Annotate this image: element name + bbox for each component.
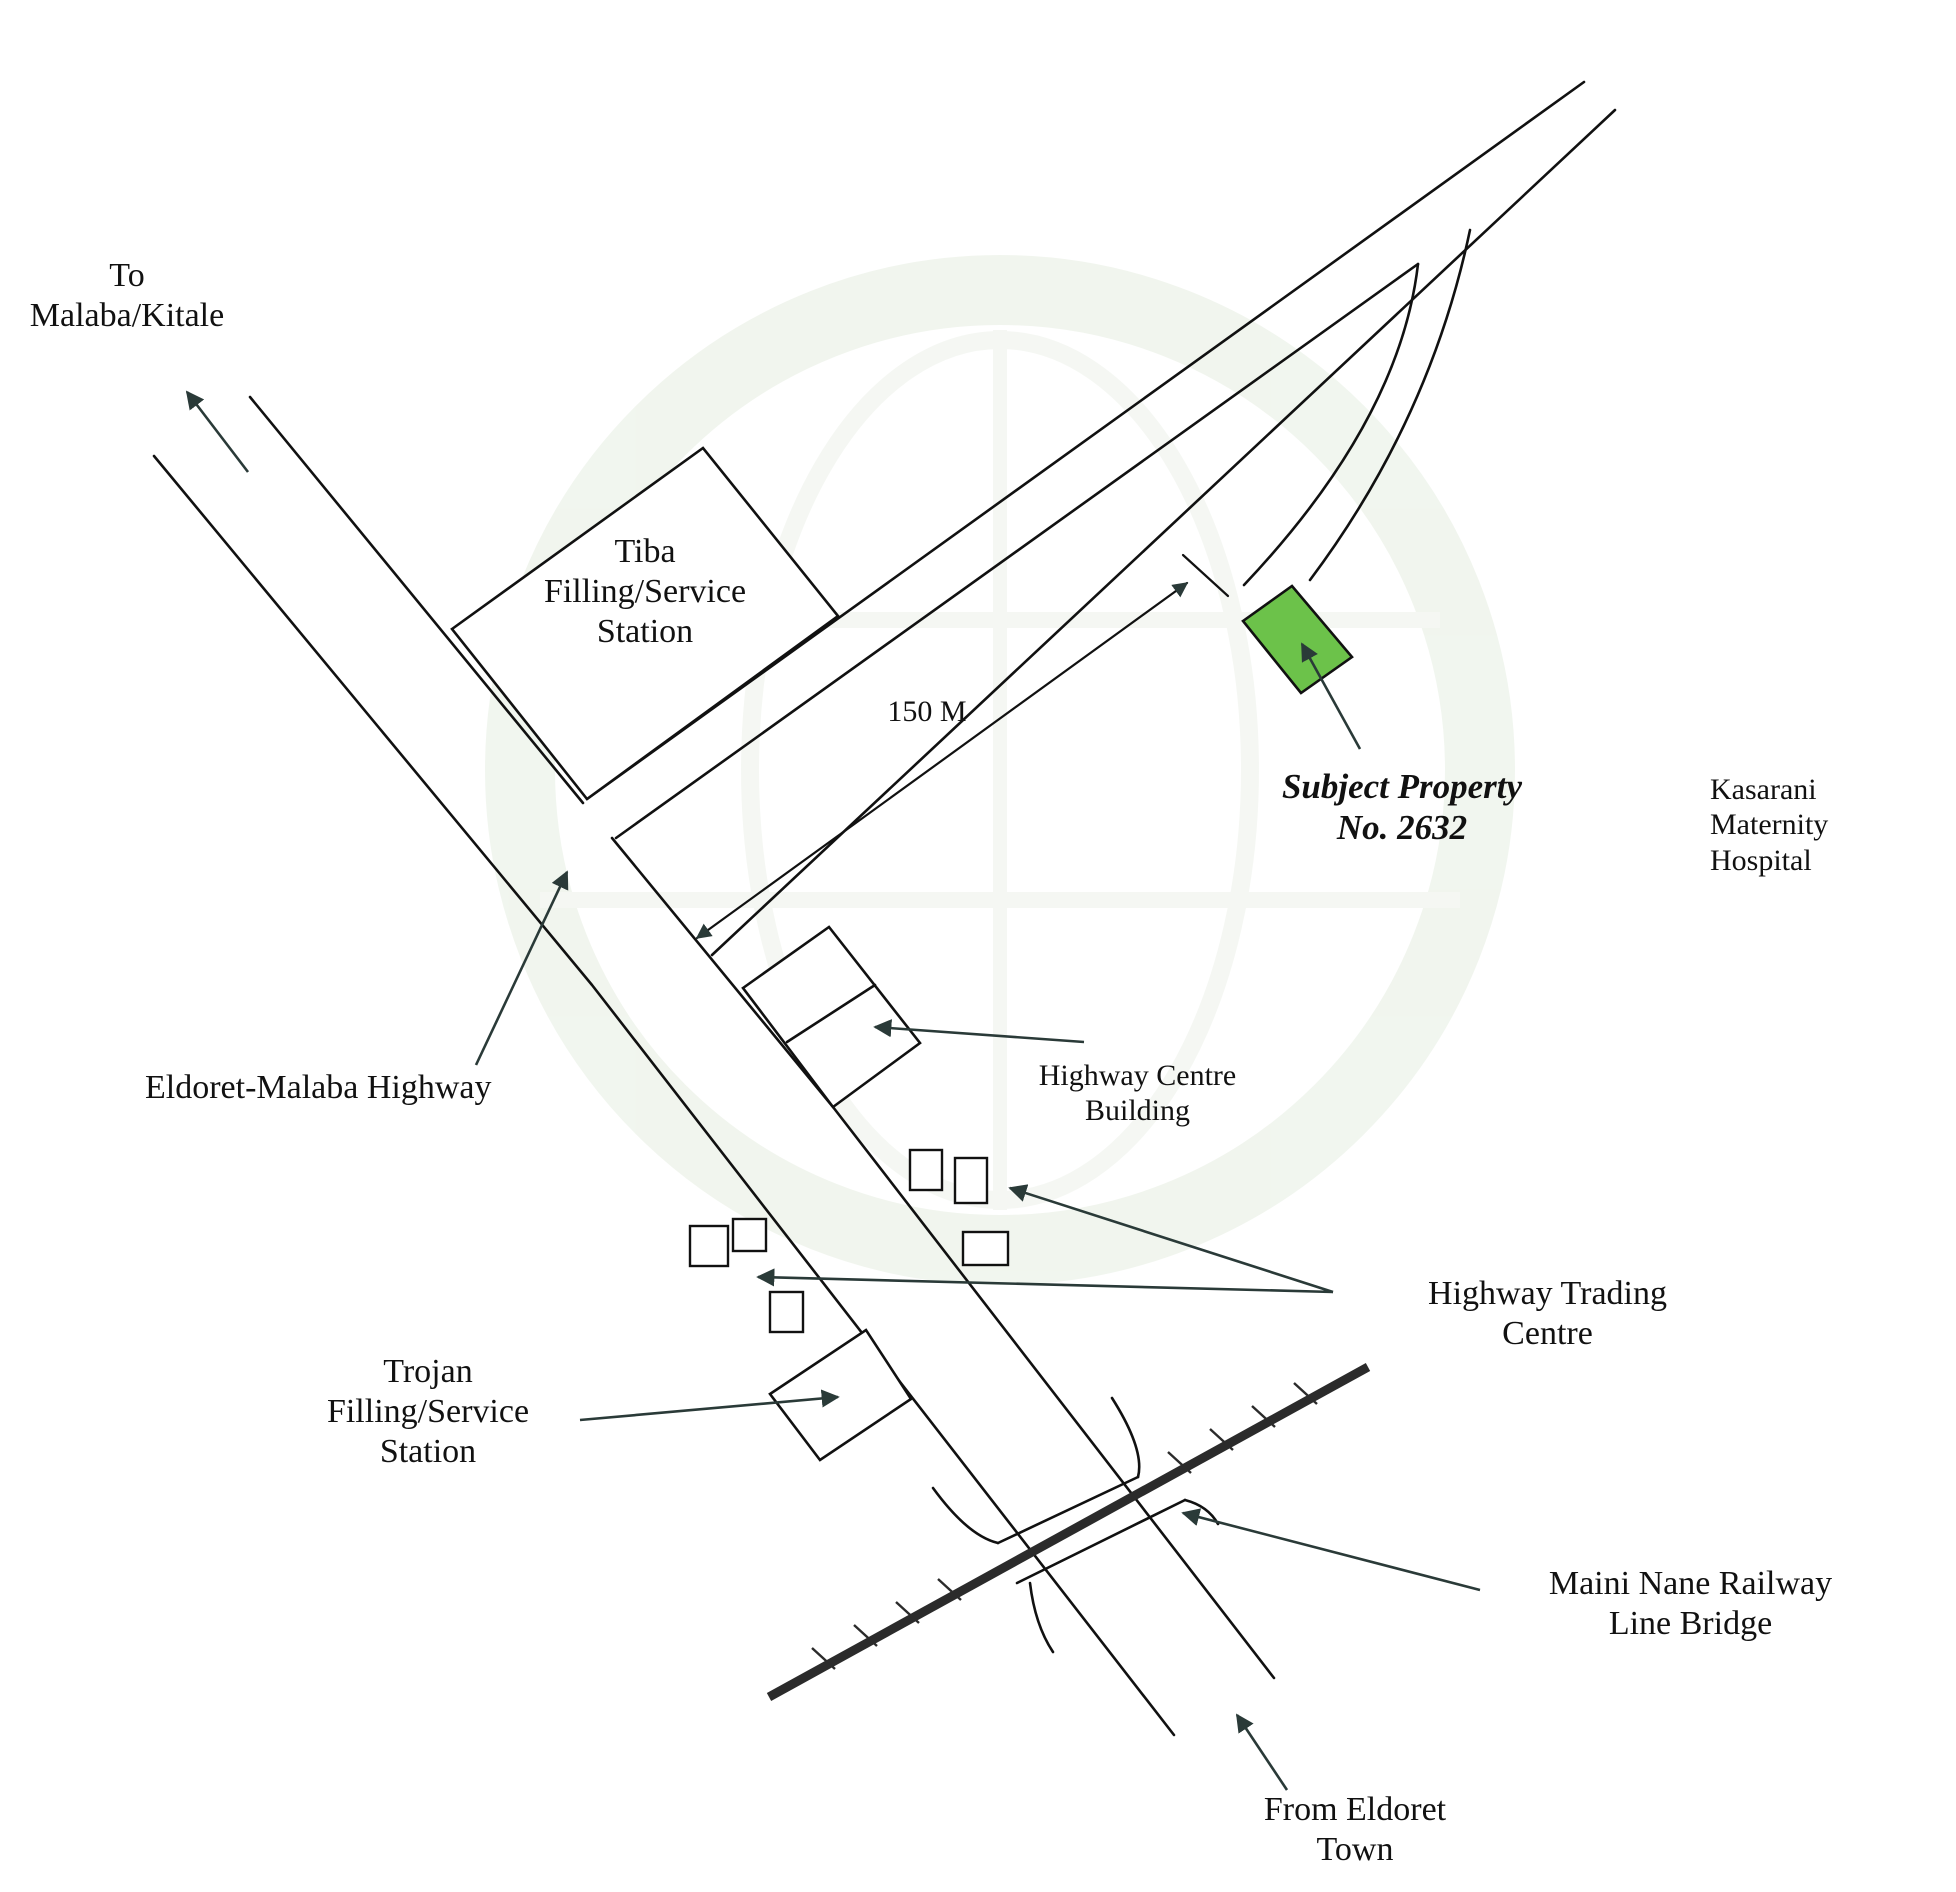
highway-centre-divider — [785, 983, 877, 1044]
railway-bridge — [931, 1396, 1220, 1654]
hospital-label: Kasarani Maternity Hospital — [1710, 773, 1829, 877]
trading-centre-shops — [688, 1148, 1010, 1334]
railway-bridge-arrow — [1181, 1508, 1481, 1592]
trading-centre-arrow-a — [1008, 1184, 1334, 1294]
highway-centre-arrow — [873, 1019, 1085, 1044]
railway-line — [766, 1363, 1371, 1701]
distance-label: 150 M — [887, 695, 967, 728]
railway-bridge-label: Maini Nane Railway Line Bridge — [1548, 1565, 1833, 1643]
trojan-station-label: Trojan Filling/Service Station — [326, 1353, 530, 1471]
from-eldoret-town-label: From Eldoret Town — [1263, 1791, 1447, 1869]
pointer-arrows — [185, 390, 1481, 1791]
trojan-station-arrow — [579, 1389, 840, 1422]
highway-centre-label: Highway Centre Building — [1038, 1059, 1237, 1128]
distance-measure — [695, 553, 1230, 940]
subject-property-arrow — [1300, 642, 1362, 750]
to-malaba-arrow — [185, 390, 250, 473]
tiba-station-label: Tiba Filling/Service Station — [543, 533, 747, 651]
highway-arrow — [474, 870, 569, 1066]
from-town-arrow — [1235, 1713, 1289, 1791]
trojan-station-building — [768, 1328, 913, 1462]
subject-property-plot — [1241, 584, 1354, 695]
trading-centre-label: Highway Trading Centre — [1428, 1275, 1667, 1353]
highway-centre-building — [741, 925, 922, 1109]
tiba-station-building — [450, 446, 840, 801]
to-malaba-kitale-label: To Malaba/Kitale — [29, 257, 225, 335]
subject-property-label: Subject Property No. 2632 — [1281, 767, 1523, 848]
eldoret-malaba-highway-label: Eldoret-Malaba Highway — [145, 1069, 492, 1106]
trading-centre-arrow-b — [756, 1268, 1334, 1294]
